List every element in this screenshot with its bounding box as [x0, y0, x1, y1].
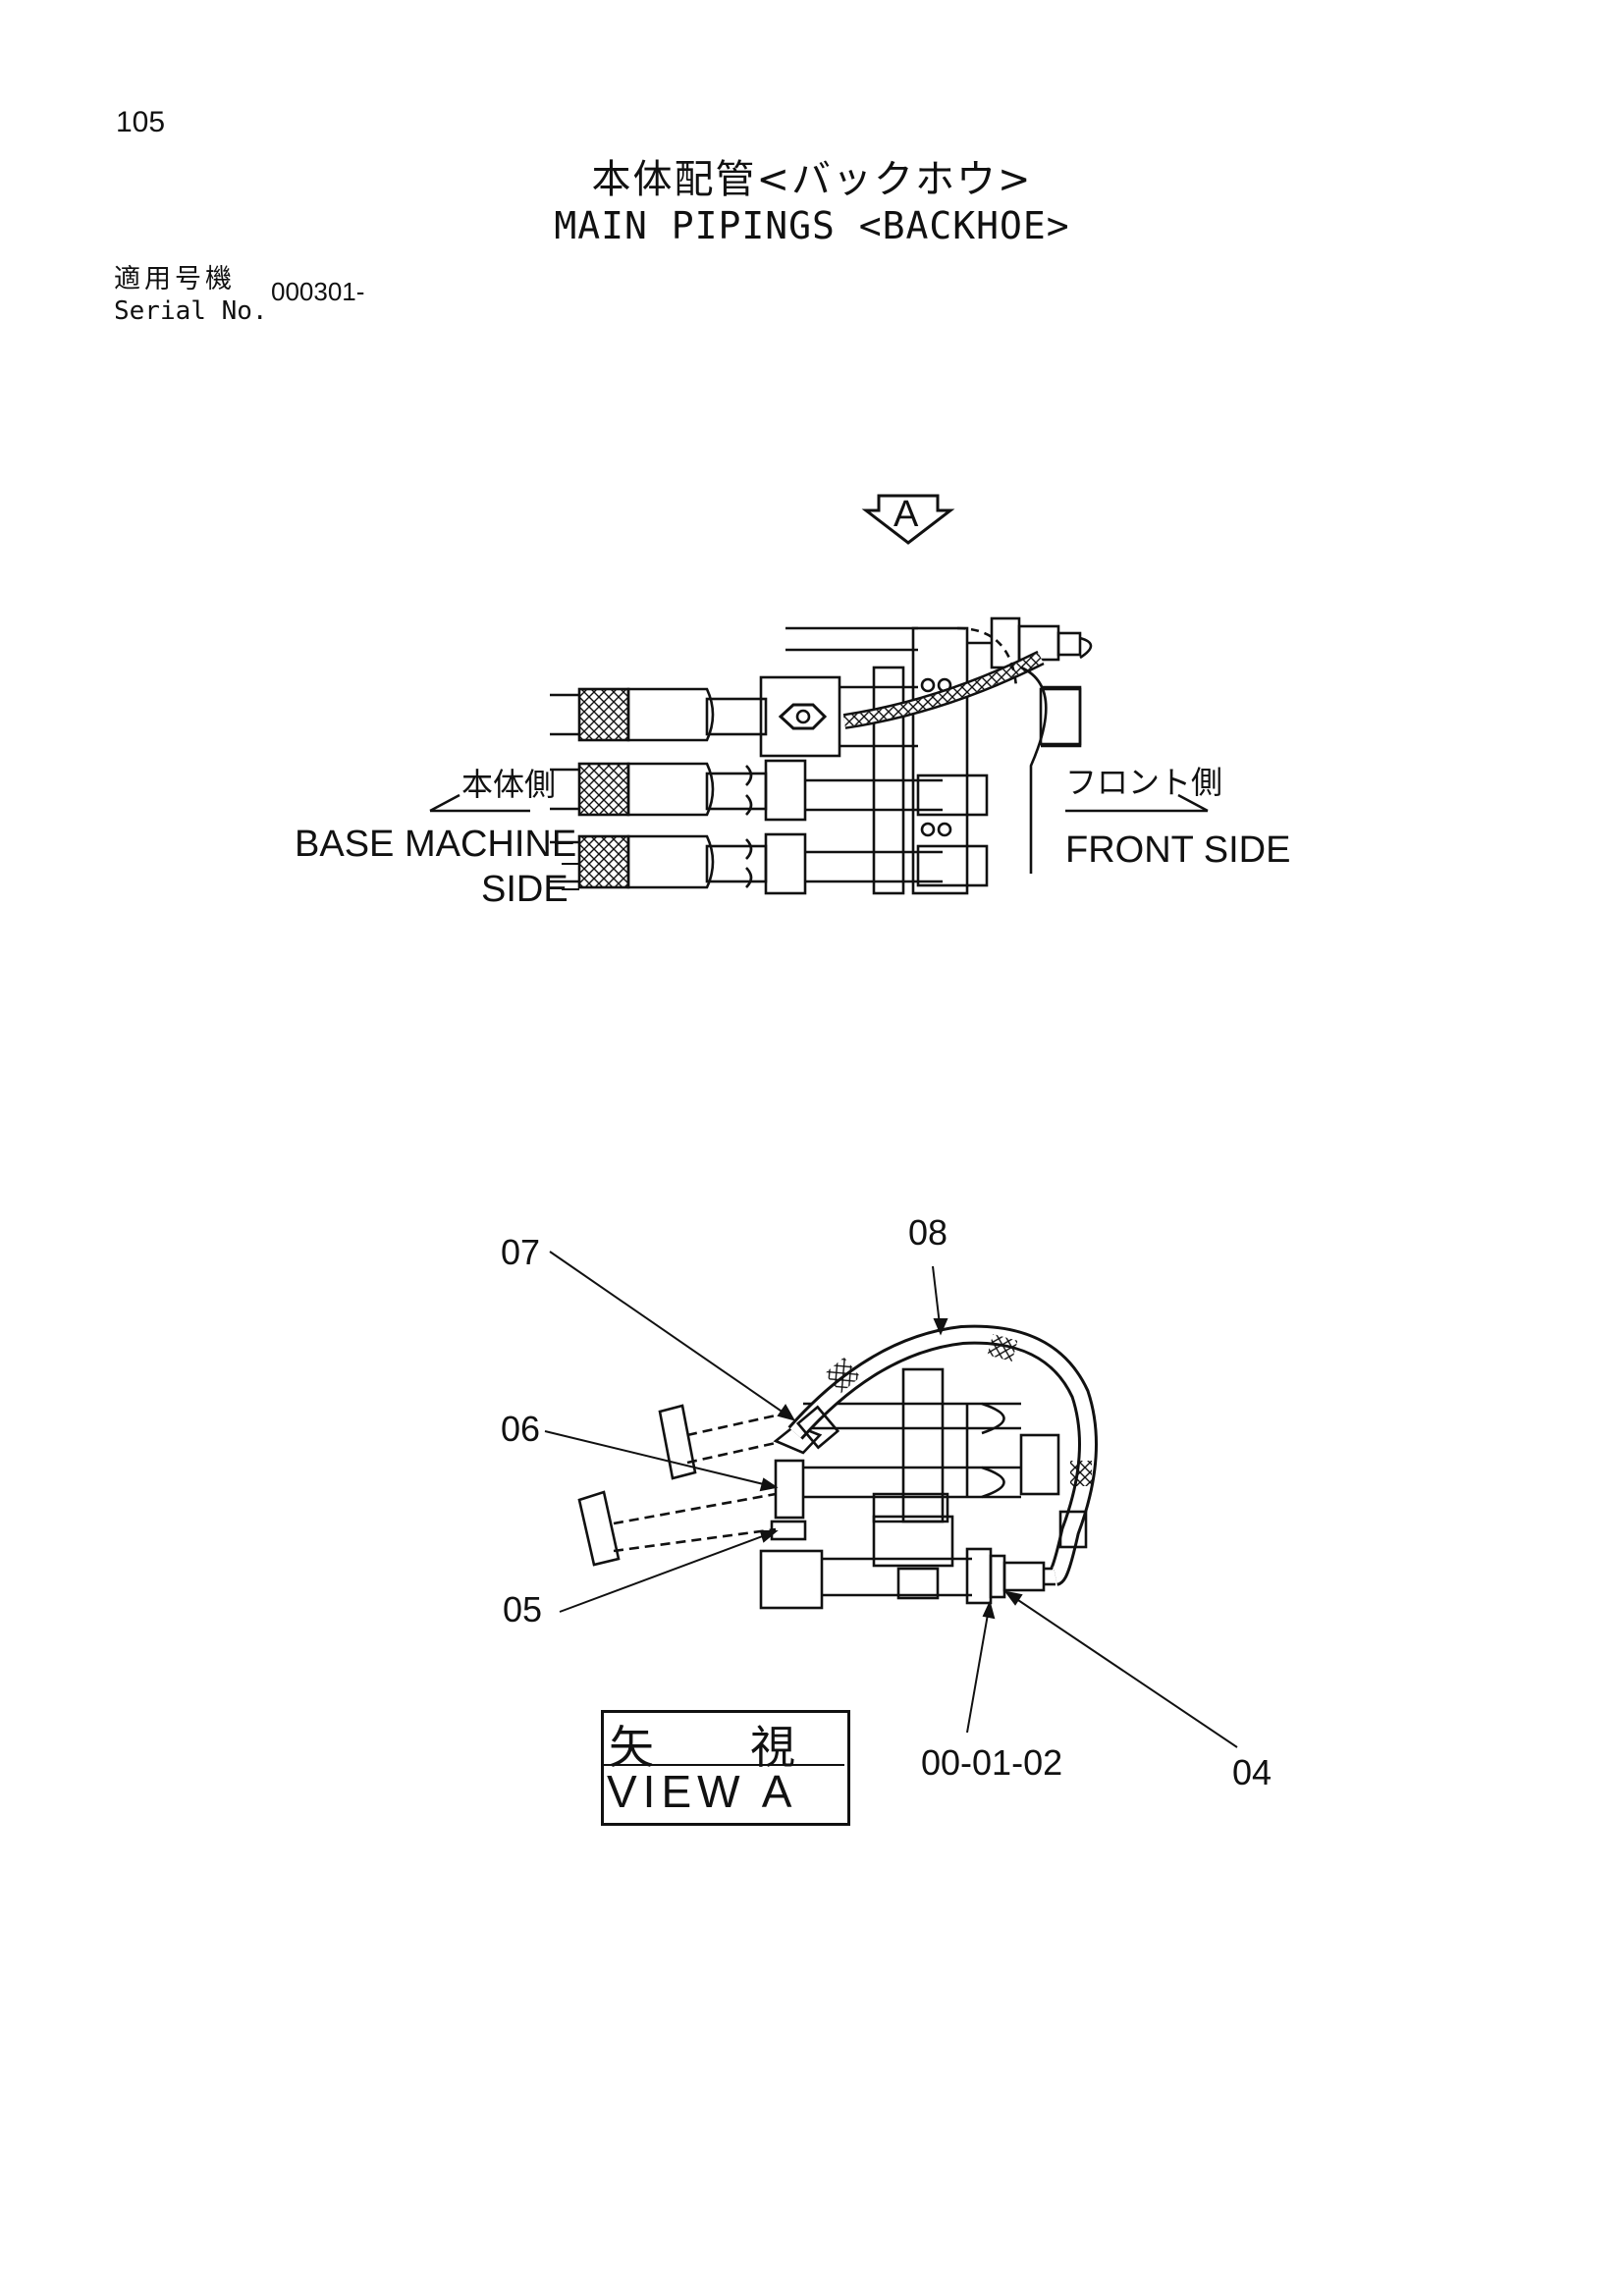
view-a-marker-letter: A — [893, 494, 919, 535]
page-number: 105 — [116, 106, 166, 138]
view-a-assembly — [577, 1324, 1098, 1610]
base-side-label-en-1: BASE MACHINE — [295, 824, 576, 865]
arrow-left-icon — [429, 793, 460, 813]
front-side-label: フロント側 FRONT SIDE — [1065, 765, 1290, 871]
front-side-label-en: FRONT SIDE — [1065, 829, 1290, 871]
arrow-head-icon — [759, 1477, 779, 1492]
serial-label-jp: 適用号機 — [114, 264, 236, 294]
arrow-head-icon — [982, 1600, 996, 1620]
base-machine-side-label: 本体側 BASE MACHINE SIDE — [295, 767, 579, 910]
part-label-08: 08 — [908, 1212, 947, 1253]
page-title-jp: 本体配管<バックホウ> — [591, 157, 1033, 202]
part-label-04: 04 — [1232, 1752, 1272, 1792]
part-label-07: 07 — [501, 1232, 540, 1272]
part-label-05: 05 — [503, 1589, 542, 1629]
view-a-box — [601, 1710, 850, 1826]
part-label-00-01-02: 00-01-02 — [921, 1742, 1062, 1783]
view-a-marker: A — [861, 494, 955, 545]
arrow-head-icon — [1003, 1590, 1023, 1606]
serial-label-en: Serial No. — [114, 296, 268, 326]
base-side-label-jp: 本体側 — [461, 767, 556, 802]
view-a-divider — [601, 1764, 844, 1766]
page-title-en: MAIN PIPINGS <BACKHOE> — [554, 204, 1070, 247]
arrow-head-icon — [933, 1318, 948, 1336]
serial-value: 000301- — [271, 277, 365, 306]
arrow-right-icon — [1177, 793, 1209, 813]
front-side-label-jp: フロント側 — [1065, 765, 1222, 800]
view-a-label-en: VIEW A — [607, 1766, 798, 1817]
leader-lines — [544, 1251, 1238, 1748]
base-side-label-en-2: SIDE — [481, 869, 568, 910]
part-label-06: 06 — [501, 1409, 540, 1449]
arrow-head-icon — [759, 1530, 779, 1543]
view-a-label-jp: 矢 視 — [609, 1721, 821, 1774]
top-piping-assembly — [550, 616, 1093, 895]
arrow-head-icon — [777, 1404, 796, 1421]
